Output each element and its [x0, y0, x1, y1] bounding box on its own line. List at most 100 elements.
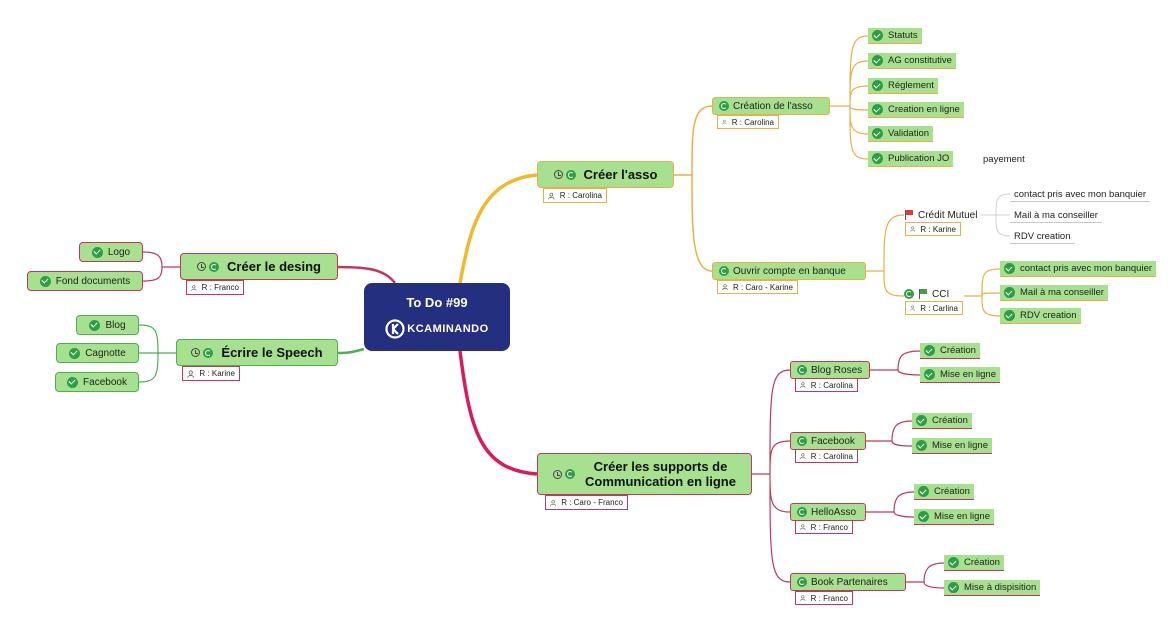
task-label: RDV creation — [1020, 310, 1077, 321]
subtopic-blog-roses[interactable]: Blog Roses — [790, 361, 870, 379]
topic-creer-asso[interactable]: Créer l'asso — [537, 161, 674, 188]
person-icon — [910, 226, 916, 232]
task-mise-en-ligne[interactable]: Mise en ligne — [920, 367, 1000, 383]
task-creation[interactable]: Création — [920, 343, 980, 359]
resource-tag: R : Carolina — [795, 378, 858, 392]
progress-icon — [904, 289, 914, 299]
task-mise-en-ligne[interactable]: Mise en ligne — [912, 438, 992, 454]
task-rdv-creation[interactable]: RDV creation — [1000, 308, 1081, 324]
task-label: Mise à dispisition — [964, 582, 1037, 593]
topic-label: Créer les supports de Communication en l… — [585, 459, 736, 489]
task-creation[interactable]: Création — [912, 413, 972, 429]
task-label: Logo — [107, 246, 131, 258]
task-cagnotte[interactable]: Cagnotte — [56, 343, 139, 363]
task-facebook[interactable]: Facebook — [55, 372, 139, 392]
topic-label: Créer l'asso — [583, 167, 658, 182]
check-icon — [916, 415, 927, 426]
person-icon — [548, 192, 555, 199]
task-rdv-creation[interactable]: RDV creation — [1010, 229, 1075, 244]
progress-icon — [565, 469, 576, 479]
task-label: Blog — [105, 319, 126, 331]
task-fond-documents[interactable]: Fond documents — [27, 271, 143, 291]
check-icon — [872, 128, 883, 139]
resource-tag: R : Franco — [795, 591, 853, 605]
subtopic-helloasso[interactable]: HelloAsso — [790, 503, 866, 521]
task-contact-banquier[interactable]: contact pris avec mon banquier — [1000, 261, 1157, 277]
resource-tag: R : Carolina — [795, 449, 858, 463]
resource-label: R : Caro - Karine — [732, 282, 793, 292]
task-reglement[interactable]: Réglement — [868, 78, 938, 94]
task-logo[interactable]: Logo — [79, 242, 143, 262]
task-creation-en-ligne[interactable]: Creation en ligne — [868, 102, 964, 118]
subtopic-ouvrir-compte[interactable]: Ouvrir compte en banque — [712, 262, 866, 280]
subtopic-credit-mutuel[interactable]: Crédit Mutuel — [904, 207, 977, 223]
task-creation[interactable]: Création — [944, 555, 1004, 571]
subtopic-label: Facebook — [811, 435, 855, 447]
task-label: contact pris avec mon banquier — [1020, 263, 1153, 274]
check-icon — [916, 440, 927, 451]
check-icon — [91, 246, 103, 258]
subtopic-label: Book Partenaires — [811, 576, 888, 588]
central-topic[interactable]: To Do #99 KCAMINANDO — [364, 283, 510, 351]
resource-tag: R : Karine — [905, 222, 961, 236]
task-label: Mise en ligne — [940, 369, 996, 380]
task-label: Mise en ligne — [934, 511, 990, 522]
task-label: Facebook — [83, 376, 127, 388]
progress-icon — [209, 261, 220, 272]
topic-ecrire-speech[interactable]: Écrire le Speech — [176, 339, 338, 366]
task-label: Statuts — [888, 30, 918, 41]
check-icon — [872, 104, 883, 115]
person-icon — [910, 305, 915, 311]
topic-creer-desing[interactable]: Créer le desing — [180, 253, 338, 280]
check-icon — [948, 582, 959, 593]
check-icon — [918, 511, 929, 522]
check-icon — [924, 345, 935, 356]
resource-label: R : Carolina — [810, 451, 853, 461]
task-label: Mise en ligne — [932, 440, 988, 451]
logo-text: KCAMINANDO — [407, 323, 489, 335]
task-label: AG constitutive — [888, 55, 952, 66]
task-validation[interactable]: Validation — [868, 126, 934, 142]
subtopic-cci[interactable]: CCI — [904, 286, 949, 302]
task-creation[interactable]: Création — [914, 484, 974, 500]
task-mail-conseiller[interactable]: Mail à ma conseiller — [1010, 208, 1102, 223]
person-icon — [187, 370, 195, 378]
topic-creer-supports[interactable]: Créer les supports de Communication en l… — [537, 453, 752, 495]
task-statuts[interactable]: Statuts — [868, 28, 922, 44]
resource-label: R : Karine — [199, 369, 235, 378]
check-icon — [89, 319, 101, 331]
subtopic-facebook[interactable]: Facebook — [790, 432, 866, 450]
resource-tag: R : Franco — [795, 520, 853, 534]
person-icon — [722, 284, 728, 291]
task-label: Création — [964, 557, 1000, 568]
clock-icon — [553, 469, 563, 479]
task-contact-banquier[interactable]: contact pris avec mon banquier — [1010, 187, 1151, 202]
resource-tag: R : Carlina — [905, 301, 963, 315]
task-mise-en-ligne[interactable]: Mise en ligne — [914, 509, 994, 525]
check-icon — [1004, 263, 1015, 274]
check-icon — [918, 486, 929, 497]
person-icon — [800, 382, 806, 388]
check-icon — [872, 30, 883, 41]
task-mise-a-dispisition[interactable]: Mise à dispisition — [944, 580, 1041, 596]
task-blog[interactable]: Blog — [76, 315, 139, 335]
check-icon — [39, 275, 51, 287]
subtopic-label: Ouvrir compte en banque — [733, 265, 846, 277]
progress-icon — [797, 577, 807, 587]
progress-icon — [203, 347, 214, 358]
task-ag-constitutive[interactable]: AG constitutive — [868, 53, 956, 69]
subtopic-book-partenaires[interactable]: Book Partenaires — [790, 573, 906, 591]
resource-label: R : Carolina — [731, 117, 774, 127]
task-mail-conseiller[interactable]: Mail à ma conseiller — [1000, 285, 1108, 301]
subtopic-creation-asso[interactable]: Création de l'asso — [712, 97, 830, 115]
clock-icon — [191, 348, 201, 357]
resource-label: R : Karine — [920, 224, 956, 234]
progress-icon — [719, 101, 729, 111]
task-label: Fond documents — [55, 275, 131, 287]
subtopic-label: HelloAsso — [811, 506, 857, 518]
resource-label: R : Carolina — [810, 380, 853, 390]
check-icon — [872, 153, 883, 164]
progress-icon — [565, 169, 576, 180]
person-icon — [800, 595, 806, 601]
task-publication-jo[interactable]: Publication JO — [868, 151, 954, 167]
